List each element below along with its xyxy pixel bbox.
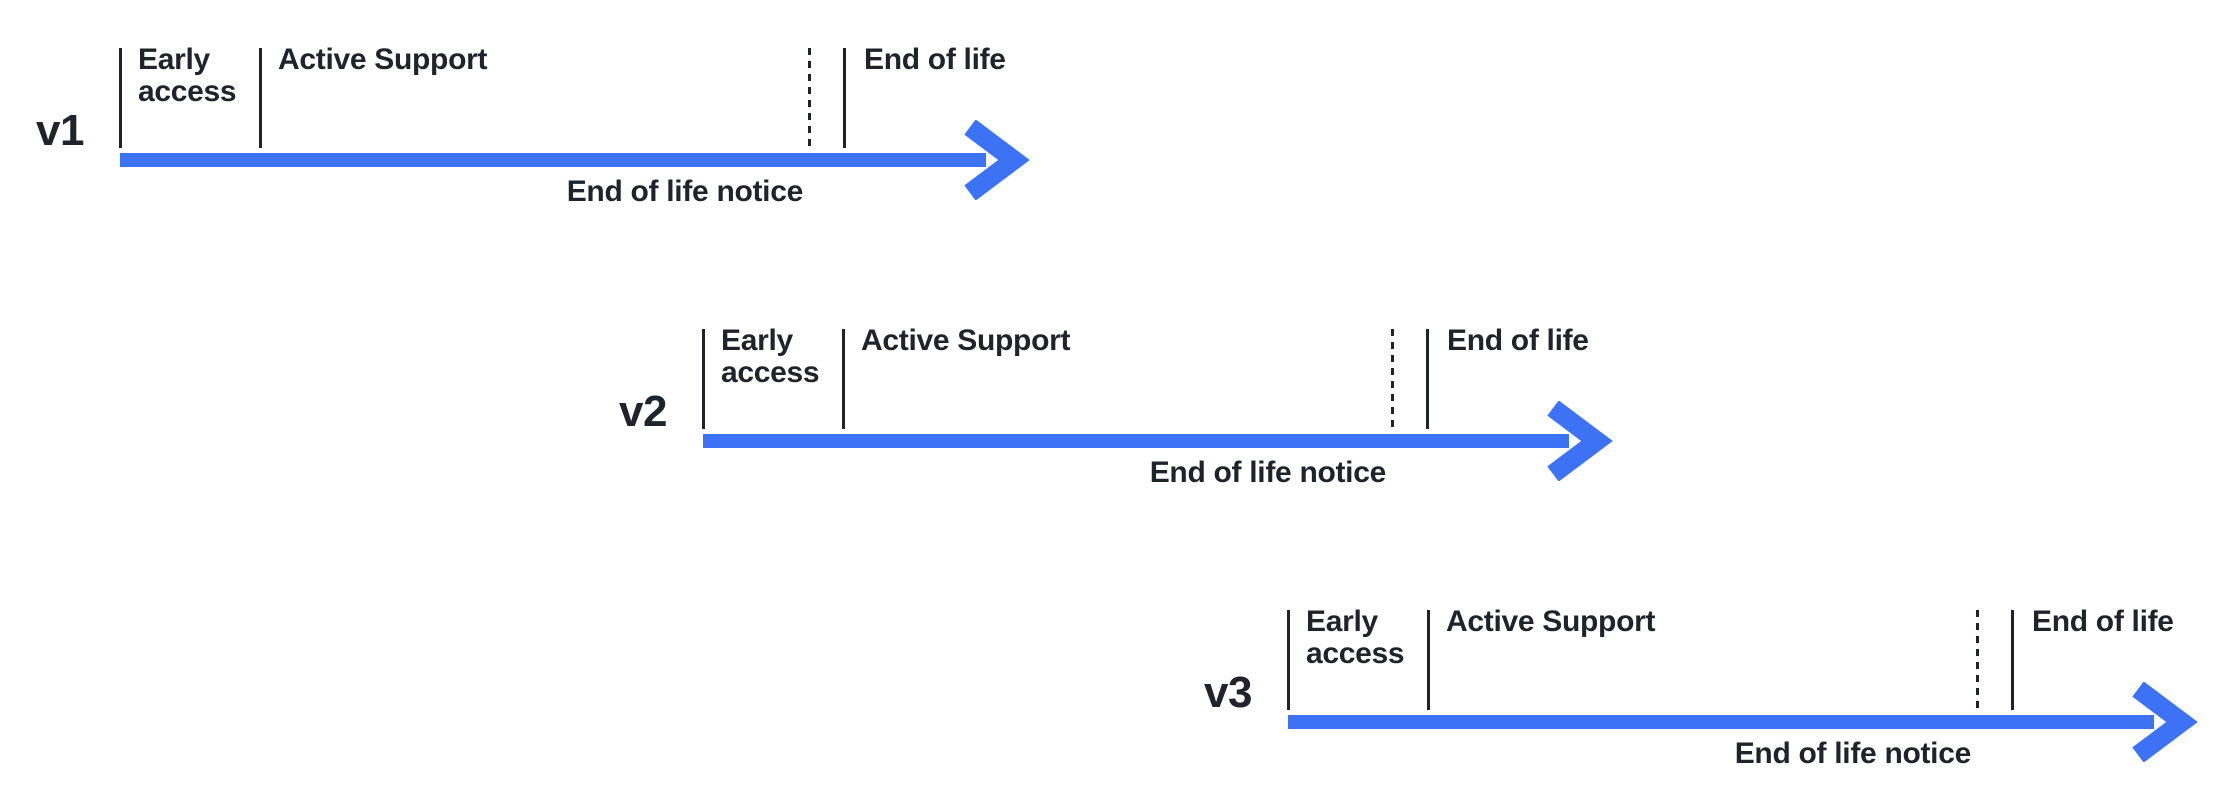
end-of-life-tick	[843, 48, 846, 148]
active-support-label: Active Support	[278, 43, 488, 76]
phase-start-tick	[1287, 610, 1290, 710]
early-access-end-tick	[1427, 610, 1430, 710]
timeline-row-v2: v2 Early access Active Support End of li…	[619, 321, 1663, 506]
early-access-end-tick	[259, 48, 262, 148]
timeline-arrow	[703, 401, 1613, 481]
eol-notice-dashed-line	[1976, 610, 1979, 710]
active-support-label: Active Support	[861, 324, 1071, 357]
eol-notice-dashed-line	[808, 48, 811, 148]
end-of-life-label: End of life	[1447, 324, 1589, 357]
early-access-label: Early access	[721, 324, 820, 389]
timeline-row-v3: v3 Early access Active Support End of li…	[1204, 602, 2228, 787]
version-label: v2	[619, 387, 667, 436]
version-label: v1	[36, 106, 84, 155]
eol-notice-dashed-line	[1391, 329, 1394, 429]
end-of-life-tick	[2011, 610, 2014, 710]
early-access-label: Early access	[138, 43, 237, 108]
end-of-life-label: End of life	[2032, 605, 2174, 638]
timeline-arrow	[1288, 682, 2198, 762]
end-of-life-notice-label: End of life notice	[566, 175, 804, 208]
timeline-arrow	[120, 120, 1030, 200]
early-access-end-tick	[842, 329, 845, 429]
phase-start-tick	[702, 329, 705, 429]
early-access-label: Early access	[1306, 605, 1405, 670]
active-support-label: Active Support	[1446, 605, 1656, 638]
timeline-row-v1: v1 Early access Active Support End of li…	[36, 40, 1080, 225]
phase-start-tick	[119, 48, 122, 148]
end-of-life-notice-label: End of life notice	[1734, 737, 1972, 770]
version-label: v3	[1204, 668, 1252, 717]
end-of-life-tick	[1426, 329, 1429, 429]
end-of-life-label: End of life	[864, 43, 1006, 76]
end-of-life-notice-label: End of life notice	[1149, 456, 1387, 489]
